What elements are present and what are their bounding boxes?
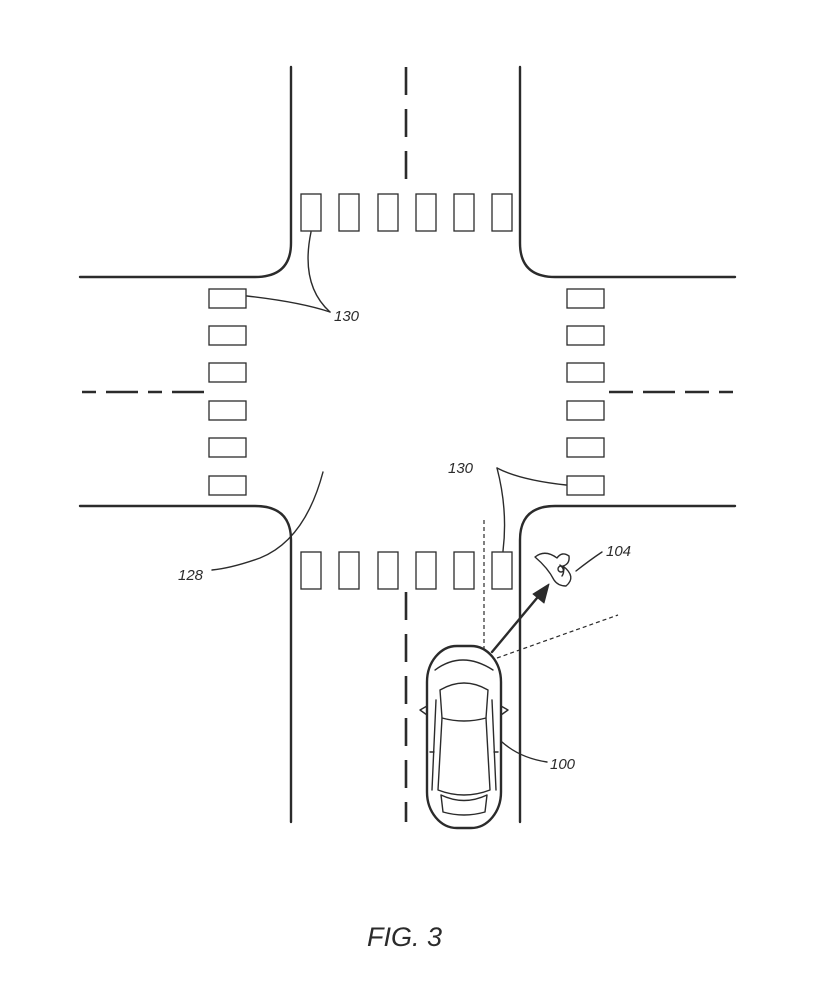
leader-100 <box>501 741 548 763</box>
label-road-edge: 128 <box>178 567 204 584</box>
curb-top-right <box>518 65 737 279</box>
leader-lines <box>211 231 603 763</box>
figure-caption: FIG. 3 <box>367 922 442 952</box>
leader-130-top-b <box>246 295 331 313</box>
curb-top-left <box>78 65 293 279</box>
pedestrian-icon <box>534 552 572 587</box>
fov-edge-diagonal <box>496 614 619 659</box>
curb-bottom-left <box>78 504 293 824</box>
direction-arrow <box>490 583 550 654</box>
sensor-field-of-view <box>483 520 619 659</box>
leader-128 <box>211 471 324 571</box>
car-icon <box>419 644 509 830</box>
label-pedestrian: 104 <box>606 543 631 560</box>
leader-130-right-b <box>496 467 506 552</box>
curb-bottom-right <box>518 504 737 824</box>
road-edges <box>78 65 737 824</box>
lane-markings <box>82 67 733 822</box>
leader-130-right-a <box>496 467 567 486</box>
crosswalk-south <box>300 551 513 590</box>
label-crosswalk-right: 130 <box>448 460 474 477</box>
crosswalk-east <box>566 288 605 496</box>
label-vehicle: 100 <box>550 756 576 773</box>
label-crosswalk-top: 130 <box>334 308 360 325</box>
crosswalk-west <box>208 288 247 496</box>
crosswalk-north <box>300 193 513 232</box>
leader-104 <box>575 551 603 572</box>
leader-130-top-a <box>307 231 331 313</box>
